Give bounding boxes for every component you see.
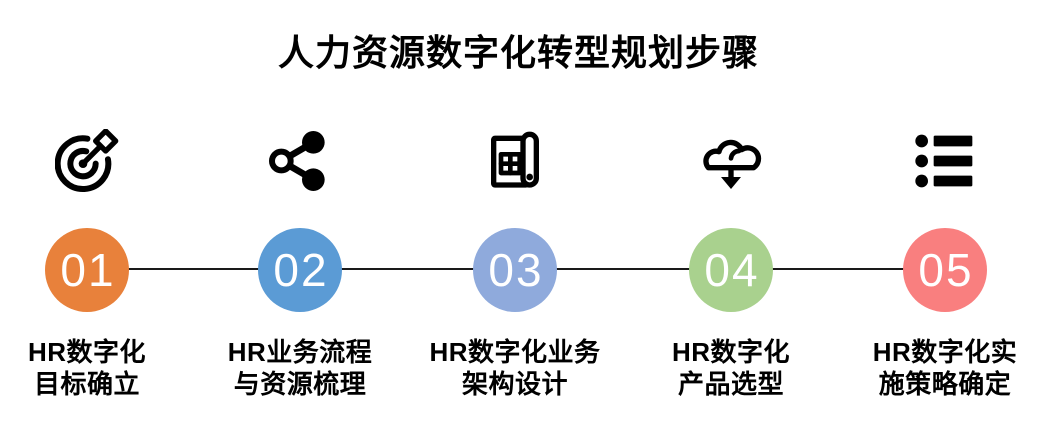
step-3-number: 03 (488, 244, 544, 296)
step-2-label-line2: 与资源梳理 (233, 369, 367, 399)
step-3-number-circle: 03 (473, 228, 557, 312)
step-3-label: HR数字化业务 架构设计 (429, 336, 600, 400)
step-1-number: 01 (60, 244, 116, 296)
step-3-label-line1: HR数字化业务 (429, 337, 601, 367)
step-2-number: 02 (273, 244, 329, 296)
step-4-label-line2: 产品选型 (677, 369, 784, 399)
step-2-label-line1: HR业务流程 (227, 337, 373, 367)
step-2-label: HR业务流程 与资源梳理 (228, 336, 373, 400)
step-4-number-circle: 04 (689, 228, 773, 312)
step-3: 03 HR数字化业务 架构设计 (410, 0, 620, 434)
step-2-number-circle: 02 (258, 228, 342, 312)
step-5-label-line2: 施策略确定 (878, 369, 1012, 399)
step-5: 05 HR数字化实 施策略确定 (840, 0, 1037, 434)
goal-target-icon (51, 128, 123, 194)
blueprint-icon (479, 128, 551, 194)
step-4-number: 04 (704, 244, 760, 296)
step-1-label-line1: HR数字化 (27, 337, 147, 367)
step-5-number-circle: 05 (903, 228, 987, 312)
step-1-label: HR数字化 目标确立 (28, 336, 146, 400)
step-3-label-line2: 架构设计 (461, 369, 568, 399)
step-4-label: HR数字化 产品选型 (672, 336, 790, 400)
list-icon (909, 128, 981, 194)
step-5-label: HR数字化实 施策略确定 (873, 336, 1018, 400)
step-4: 04 HR数字化 产品选型 (626, 0, 836, 434)
step-5-number: 05 (918, 244, 974, 296)
page-title: 人力资源数字化转型规划步骤 (277, 32, 759, 73)
share-network-icon (264, 128, 336, 194)
step-1-number-circle: 01 (45, 228, 129, 312)
step-1-label-line2: 目标确立 (33, 369, 140, 399)
step-5-label-line1: HR数字化实 (872, 337, 1018, 367)
cloud-download-icon (695, 128, 767, 194)
step-4-label-line1: HR数字化 (671, 337, 791, 367)
step-2: 02 HR业务流程 与资源梳理 (195, 0, 405, 434)
step-1: 01 HR数字化 目标确立 (0, 0, 192, 434)
